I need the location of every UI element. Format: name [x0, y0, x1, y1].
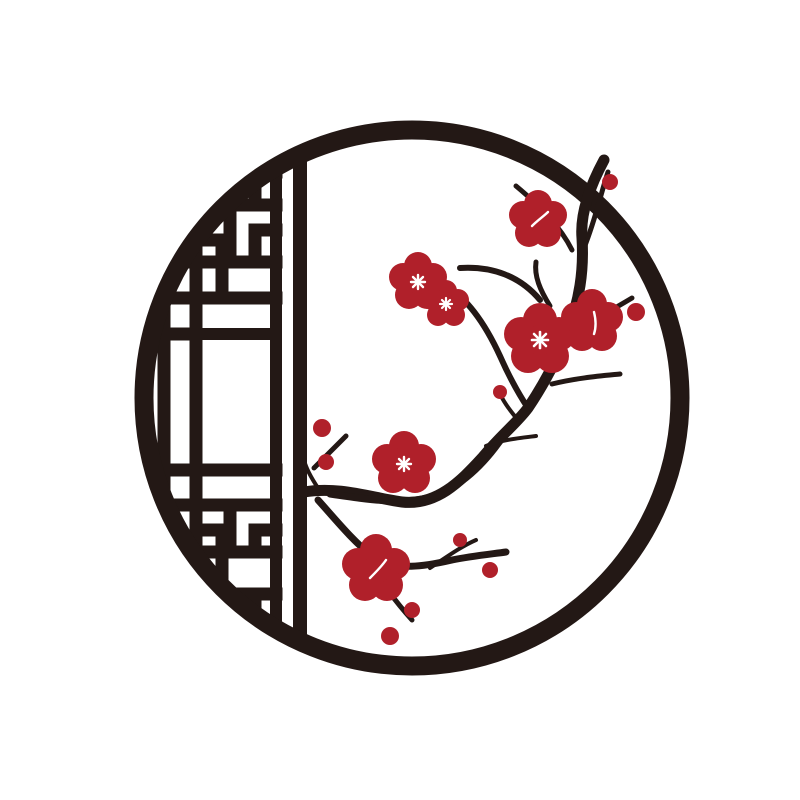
- bud: [453, 533, 467, 547]
- plum-branch: [298, 154, 635, 623]
- blossom-top: [509, 190, 567, 247]
- bud: [381, 627, 399, 645]
- bud: [404, 602, 420, 618]
- blossom-upper-left-small: [423, 280, 469, 326]
- bud: [493, 385, 507, 399]
- bud: [602, 174, 618, 190]
- blossom-center-left: [372, 431, 436, 493]
- blossom-upper-left: [389, 252, 447, 309]
- plum-blossoms: [313, 174, 645, 645]
- bud: [482, 562, 498, 578]
- bud: [313, 419, 331, 437]
- round-window-frame: [134, 120, 690, 676]
- blossom-lower: [342, 534, 410, 601]
- blossom-middle-large: [504, 303, 576, 373]
- blossom-middle-side: [561, 289, 623, 351]
- bud: [627, 303, 645, 321]
- bud: [318, 454, 334, 470]
